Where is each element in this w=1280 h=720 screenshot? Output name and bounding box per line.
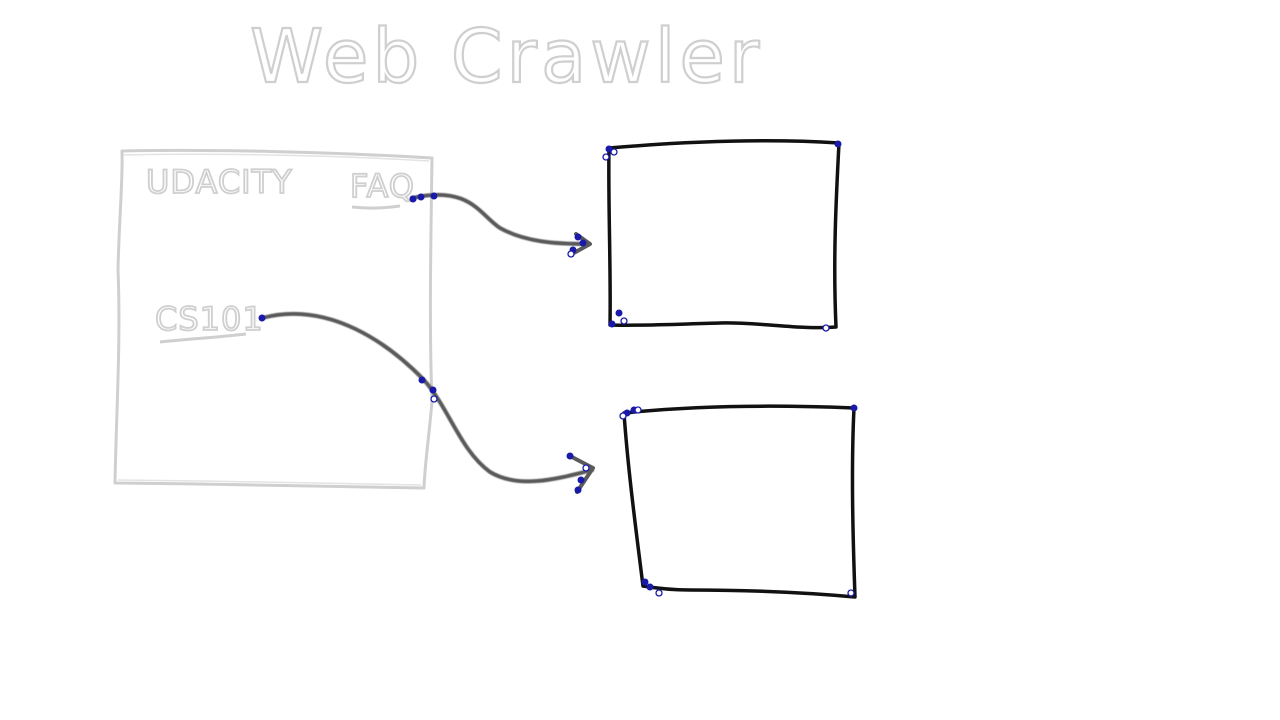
faq-link: FAQ [350, 167, 415, 205]
cs101-link: CS101 [155, 300, 264, 338]
source-page-outline [113, 148, 434, 490]
faq-arrow [410, 192, 592, 256]
cs101-link-underline [159, 332, 247, 344]
source-page-heading: UDACITY [146, 163, 293, 201]
stroke-handles [258, 140, 858, 591]
source-page: UDACITY FAQ CS101 [113, 148, 434, 490]
faq-link-underline [351, 204, 401, 210]
page-title: Web Crawler [250, 14, 763, 100]
linked-page-box-2 [622, 404, 857, 599]
stroke-handles-hollow [430, 148, 855, 597]
cs101-arrow [260, 311, 595, 494]
linked-page-box-1 [607, 138, 841, 330]
